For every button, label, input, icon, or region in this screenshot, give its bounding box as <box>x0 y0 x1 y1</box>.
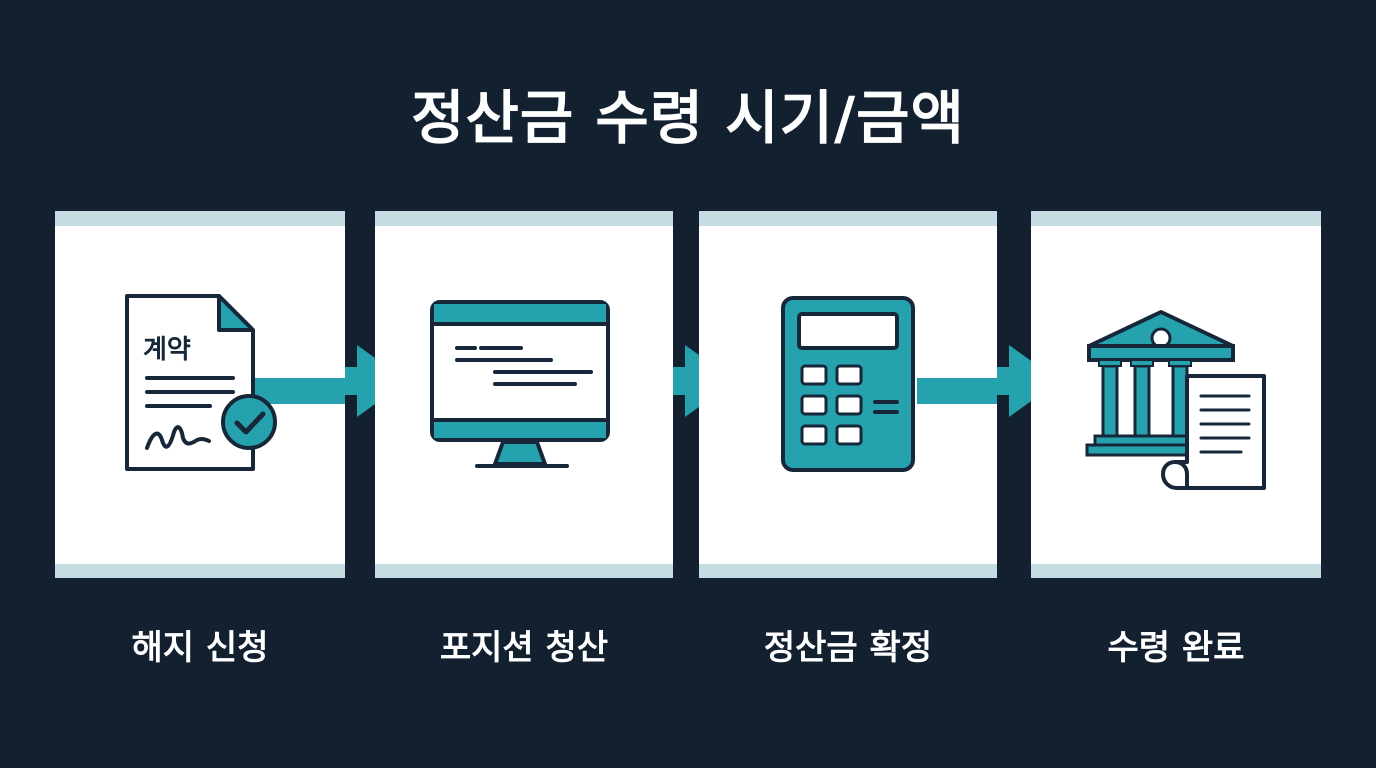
bank-icon <box>1085 310 1266 490</box>
monitor-icon <box>430 300 610 468</box>
calculator-icon <box>781 296 997 472</box>
step-panel-termination-request: 계약 <box>55 211 345 578</box>
flow-arrow <box>997 345 1059 421</box>
contract-icon-label: 계약 <box>143 335 191 365</box>
step-panel-settlement-confirmed <box>699 211 997 578</box>
step-label-settlement-confirmed: 정산금 확정 <box>763 628 933 668</box>
contract-document-icon: 계약 <box>125 294 345 471</box>
step-panel-position-liquidation <box>375 211 673 578</box>
step-label-termination-request: 해지 신청 <box>131 628 269 668</box>
page-title: 정산금 수령 시기/금액 <box>411 84 965 152</box>
step-label-position-liquidation: 포지션 청산 <box>439 628 609 668</box>
step-label-receipt-complete: 수령 완료 <box>1107 628 1245 668</box>
step-panel-receipt-complete <box>1031 211 1321 578</box>
